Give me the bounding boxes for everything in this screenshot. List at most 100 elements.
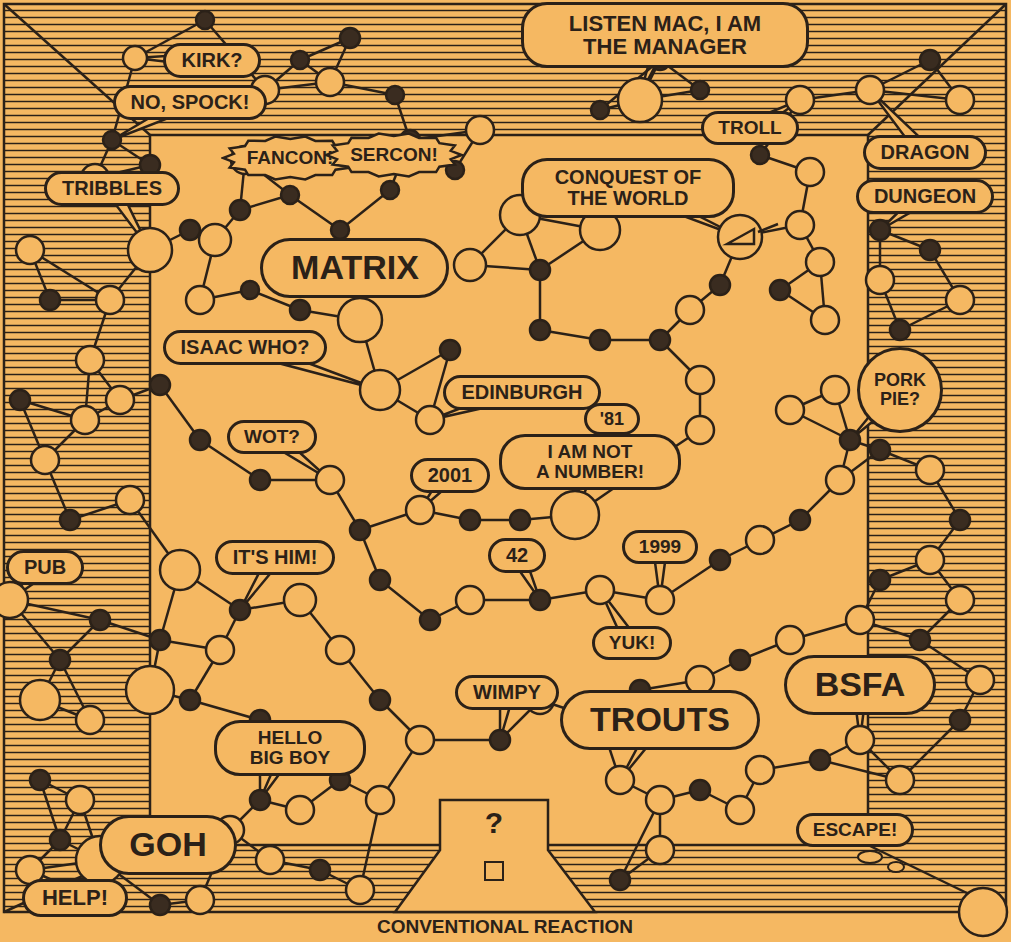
speech-bubble: TRIBBLES [44,171,180,206]
bubble-text: 1999 [639,537,681,557]
network-circle [416,406,444,434]
bubble-text: 42 [506,545,528,566]
network-dot [150,895,170,915]
network-dot [180,690,200,710]
network-circle [199,224,231,256]
bubble-text: I AM NOT A NUMBER! [520,442,660,482]
speech-bubble: 1999 [622,530,698,563]
speech-bubble: '81 [584,403,641,434]
bubble-text: GOH [129,827,206,863]
bubble-text: ISAAC WHO? [181,337,310,358]
network-dot [490,730,510,750]
speech-bubble: CONQUEST OF THE WORLD [521,158,735,218]
network-circle [116,486,144,514]
network-dot [331,221,349,239]
network-circle [160,550,200,590]
spiky-shape [326,134,462,177]
question-mark: ? [485,806,503,839]
network-dot [590,330,610,350]
bubble-text: '81 [600,410,624,429]
speech-bubble: LISTEN MAC, I AM THE MANAGER [521,2,809,68]
network-dot [870,570,890,590]
caption: CONVENTIONAL REACTION [377,917,633,938]
speech-bubble: WIMPY [455,675,559,710]
bubble-text: IT'S HIM! [233,547,318,568]
network-dot [150,630,170,650]
network-dot [751,146,769,164]
network-circle [466,116,494,144]
network-circle [946,586,974,614]
network-dot [230,200,250,220]
network-dot [386,86,404,104]
bubble-text: HELP! [42,886,108,909]
network-circle [946,286,974,314]
network-dot [340,28,360,48]
network-circle [31,446,59,474]
network-dot [60,510,80,530]
network-circle [726,796,754,824]
bubble-text: LISTEN MAC, I AM THE MANAGER [545,12,785,58]
network-circle [776,626,804,654]
speech-bubble: ISAAC WHO? [163,330,328,365]
door-square [485,862,503,880]
network-dot [50,830,70,850]
network-dot [90,610,110,630]
speech-bubble: YUK! [592,626,673,659]
speech-bubble: DUNGEON [856,179,994,214]
network-circle [811,306,839,334]
network-circle [20,680,60,720]
network-dot [190,430,210,450]
network [0,11,1007,936]
symbol-mark [727,224,778,244]
network-circle [856,76,884,104]
speech-bubble: PUB [6,550,84,585]
network-circle [866,266,894,294]
network-dot [610,870,630,890]
network-dot [103,131,121,149]
network-dot [870,440,890,460]
network-dot [920,50,940,70]
bubble-text: NO, SPOCK! [131,92,250,113]
thought-dot [888,862,904,872]
network-circle [126,666,174,714]
network-circle [646,786,674,814]
network-dot [920,240,940,260]
frame-corner-lines [4,4,1006,912]
network-circle [360,370,400,410]
network-circle [366,786,394,814]
network-dot [10,390,30,410]
network-circle [123,46,147,70]
network-circle [71,406,99,434]
network-dot [196,11,214,29]
network-dot [381,181,399,199]
network-circle [796,158,824,186]
network-dot [770,280,790,300]
exclaim-bubble: SERCON! [324,131,464,179]
network-dot [650,330,670,350]
network-dot [291,51,309,69]
network-dot [950,510,970,530]
network-dot [530,320,550,340]
bubble-text: HELLO BIG BOY [235,728,345,768]
speech-bubble: 42 [488,538,546,573]
network-dot [241,281,259,299]
bubble-text: DRAGON [881,142,970,163]
network-circle [821,376,849,404]
speech-bubble: ESCAPE! [796,813,915,846]
network-circle [786,86,814,114]
network-circle [186,286,214,314]
network-circle [586,576,614,604]
network-circle [806,248,834,276]
bubble-text: MATRIX [291,250,419,286]
network-dot [810,750,830,770]
bubble-text: BSFA [815,667,906,703]
network-circle [256,846,284,874]
speech-bubble: 2001 [410,458,491,493]
doorway [395,800,595,912]
network-circle [456,586,484,614]
speech-bubble: PORK PIE? [857,347,944,434]
network-dot [370,690,390,710]
network-circle [76,706,104,734]
network-circle [551,491,599,539]
network-dot [180,220,200,240]
